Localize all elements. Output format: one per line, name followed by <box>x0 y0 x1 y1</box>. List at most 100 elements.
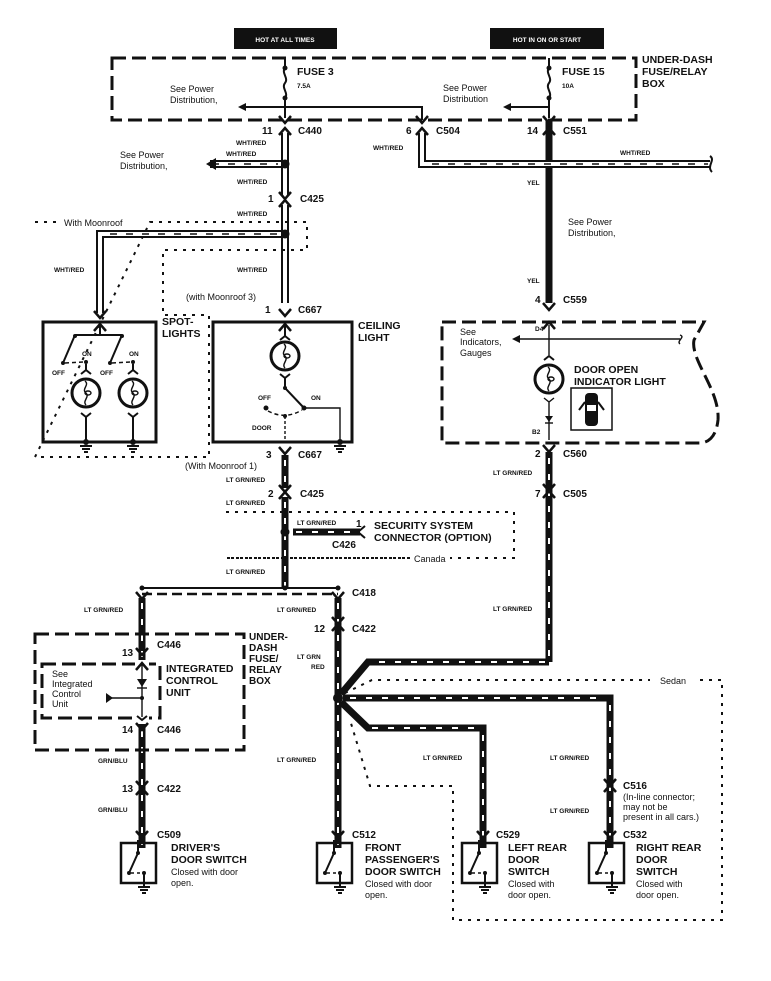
c560-pin: 2 <box>535 449 541 460</box>
c422-left-label: C422 <box>157 784 181 795</box>
hot-in-on-or-start-banner: HOT IN ON OR START <box>490 28 604 49</box>
c426-pin: 1 <box>356 519 362 530</box>
c667-note: (with Moonroof 3) <box>186 292 256 302</box>
see-power-text: See Power <box>120 150 164 160</box>
c667-bot-pin: 3 <box>266 450 272 461</box>
switch-desc: Closed with <box>636 879 683 889</box>
hot-at-all-times-label: HOT AT ALL TIMES <box>255 37 315 44</box>
see-indicators-text: Gauges <box>460 348 492 358</box>
see-power-distribution-right: See Power Distribution <box>443 83 549 111</box>
switch-desc: open. <box>171 878 194 888</box>
c667-top-pin: 1 <box>265 305 271 316</box>
moonroof-label: With Moonroof <box>64 218 123 228</box>
ceiling-off-label: OFF <box>258 395 271 402</box>
door-open-label: DOOR OPEN <box>574 364 638 376</box>
switch-label: DOOR <box>508 854 540 866</box>
wire-color-label: LT GRN/RED <box>550 808 590 815</box>
c425-top-pin: 1 <box>268 194 274 205</box>
see-icu-text: Control <box>52 689 81 699</box>
see-indicators-text: See <box>460 327 476 337</box>
wire-color-label: YEL <box>527 180 540 187</box>
c505-label: C505 <box>563 489 587 500</box>
hot-at-all-times-banner: HOT AT ALL TIMES <box>234 28 337 49</box>
switch-label: SWITCH <box>636 866 677 878</box>
fuse-15-name: FUSE 15 <box>562 66 605 78</box>
wire-color-label: GRN/BLU <box>98 807 128 814</box>
wire-color-label: LT GRN/RED <box>226 500 266 507</box>
wire-color-label: YEL <box>527 278 540 285</box>
c446-bot-pin: 14 <box>122 725 134 736</box>
c551-pin: 14 <box>527 126 539 137</box>
wire-color-label: WHT/RED <box>237 267 268 274</box>
c516-note: may not be <box>623 802 668 812</box>
wire-color-label: LT GRN <box>297 654 321 661</box>
wire-color-label: GRN/BLU <box>98 758 128 765</box>
arrow-left-icon <box>503 103 511 111</box>
icu-box-label: FUSE/ <box>249 654 279 665</box>
security-system-region: LT GRN/RED 1 C426 SECURITY SYSTEM CONNEC… <box>226 511 515 564</box>
c425-bot-label: C425 <box>300 489 324 500</box>
gauge-pin-d4: D4 <box>535 326 544 333</box>
splice-point <box>280 159 290 169</box>
icu-label: INTEGRATED <box>166 663 234 675</box>
spotlights: ON ON OFF OFF SPOT- LIGHTS <box>41 309 201 453</box>
hot-in-on-or-start-label: HOT IN ON OR START <box>513 37 581 44</box>
c512-label: C512 <box>352 830 376 841</box>
c532-label: C532 <box>623 830 647 841</box>
front-passenger-door-switch: FRONT PASSENGER'S DOOR SWITCH Closed wit… <box>317 840 441 900</box>
see-power-text: See Power <box>568 217 612 227</box>
c446-top-label: C446 <box>157 640 181 651</box>
spotlight-on-label: ON <box>82 351 92 358</box>
security-label: CONNECTOR (OPTION) <box>374 532 492 544</box>
c504-label: C504 <box>436 126 460 137</box>
c440-label: C440 <box>298 126 322 137</box>
see-indicators-text: Indicators, <box>460 337 502 347</box>
see-power-text: Distribution, <box>568 228 616 238</box>
fuse-box-label-2: FUSE/RELAY <box>642 66 708 78</box>
c440-pin: 11 <box>262 126 273 137</box>
see-power-text: See Power <box>170 84 214 94</box>
c446-top-pin: 13 <box>122 648 134 659</box>
switch-desc: Closed with <box>508 879 555 889</box>
wire-color-label: LT GRN/RED <box>84 607 124 614</box>
c446-bot-label: C446 <box>157 725 181 736</box>
bulb-icon <box>117 377 149 409</box>
c418-label: C418 <box>352 588 376 599</box>
bulb-icon <box>533 363 565 395</box>
ceiling-light-label: LIGHT <box>358 332 390 344</box>
wire-color-label: WHT/RED <box>226 151 257 158</box>
wire-color-label: RED <box>311 664 325 671</box>
icu-label: CONTROL <box>166 675 218 687</box>
splice-point <box>333 693 343 703</box>
c516-note: present in all cars.) <box>623 812 699 822</box>
wire-color-label: LT GRN/RED <box>226 477 266 484</box>
icu-box-label: BOX <box>249 676 271 687</box>
wire-color-label: LT GRN/RED <box>493 470 533 477</box>
wire-color-label: WHT/RED <box>373 145 404 152</box>
see-icu-text: Unit <box>52 699 69 709</box>
icu-box-label: DASH <box>249 643 277 654</box>
c551-label: C551 <box>563 126 587 137</box>
switch-label: RIGHT REAR <box>636 842 702 854</box>
door-open-car-icon <box>570 387 613 431</box>
switch-label: DRIVER'S <box>171 842 220 854</box>
c418-connector: C418 <box>134 585 376 601</box>
switch-label: SWITCH <box>508 866 549 878</box>
ceiling-light: OFF ON DOOR CEILING LIGHT <box>211 320 401 453</box>
see-icu-text: Integrated <box>52 679 93 689</box>
icu-box-label: UNDER- <box>249 632 288 643</box>
see-power-distribution-left: See Power Distribution, <box>170 84 285 111</box>
wire-color-label: WHT/RED <box>54 267 85 274</box>
c422-right-label: C422 <box>352 624 376 635</box>
gauge-pin-b2: B2 <box>532 429 541 436</box>
sedan-label: Sedan <box>660 676 686 686</box>
wire-color-label: WHT/RED <box>236 140 267 147</box>
ceiling-door-label: DOOR <box>252 425 272 432</box>
wire-color-label: LT GRN/RED <box>277 757 317 764</box>
c504-pin: 6 <box>406 126 412 137</box>
wire-break-icon <box>709 155 713 173</box>
security-label: SECURITY SYSTEM <box>374 520 473 532</box>
wire-color-label: WHT/RED <box>237 179 268 186</box>
switch-desc: Closed with door <box>365 879 432 889</box>
